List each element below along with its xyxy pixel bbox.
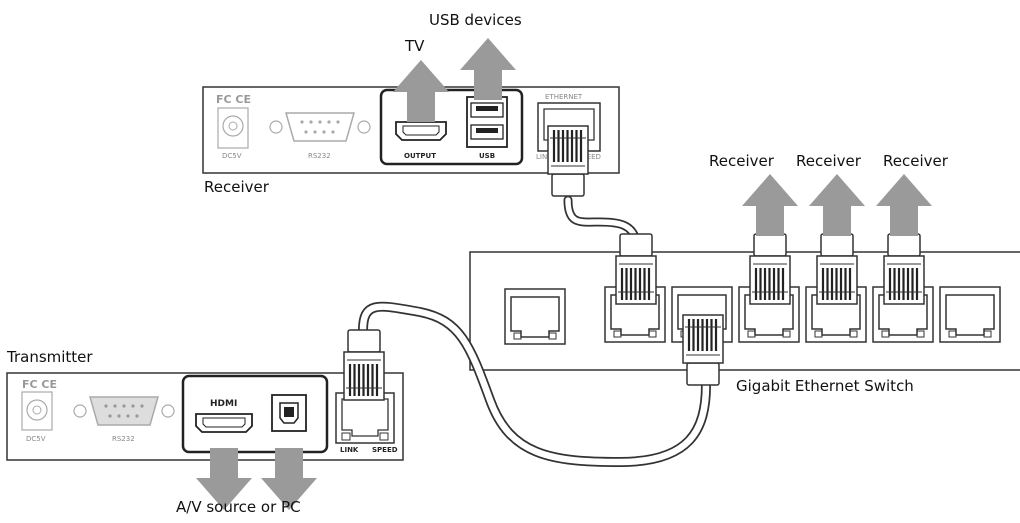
transmitter-link-label: LINK — [340, 446, 359, 454]
transmitter-dc-jack: DC5V — [21, 391, 53, 443]
receiver-usb-label: USB — [479, 152, 495, 160]
switch-label: Gigabit Ethernet Switch — [736, 377, 914, 395]
tv-label: TV — [404, 37, 425, 55]
transmitter-rs232-label: RS232 — [112, 435, 135, 443]
receiver-1-label: Receiver — [709, 152, 775, 170]
receiver-usb-ports: USB — [466, 96, 508, 160]
transmitter-certification-logo: FC CE — [22, 378, 57, 391]
receiver-hdmi-output-port: OUTPUT — [395, 121, 447, 160]
transmitter-panel: FC CE DC5V RS232 HDMI — [6, 372, 404, 461]
transmitter-unit-label: Transmitter — [6, 348, 93, 366]
receiver-output-label: OUTPUT — [404, 152, 436, 160]
switch-port-6 — [939, 286, 1001, 343]
receiver-rs232-label: RS232 — [308, 152, 331, 160]
receiver-unit-label: Receiver — [204, 178, 270, 196]
receiver-3-label: Receiver — [883, 152, 949, 170]
receiver-rs232-port: RS232 — [269, 112, 371, 160]
receiver-3-arrow — [876, 174, 932, 236]
receiver-ethernet-plug — [546, 124, 590, 198]
switch-plug-receiver-link — [614, 232, 658, 306]
usb-devices-label: USB devices — [429, 11, 522, 29]
av-source-label: A/V source or PC — [176, 498, 301, 516]
receiver-highlight-box — [379, 88, 524, 166]
receiver-link-label: LINK — [536, 153, 552, 161]
transmitter-speed-label: SPEED — [372, 446, 398, 454]
switch-plug-receiver-3 — [882, 232, 926, 306]
transmitter-rs232-port: RS232 — [73, 396, 175, 443]
receiver-dc-label: DC5V — [222, 152, 242, 160]
transmitter-highlight-box — [181, 374, 329, 454]
receiver-ethernet-label: ETHERNET — [545, 93, 583, 101]
receiver-speed-label: SPEED — [578, 153, 601, 161]
switch-port-uplink — [504, 288, 566, 345]
receiver-2-label: Receiver — [796, 152, 862, 170]
transmitter-hdmi-port: HDMI — [195, 399, 253, 433]
receiver-dc-jack: DC5V — [217, 107, 249, 160]
gigabit-ethernet-switch — [469, 251, 1020, 371]
switch-plug-receiver-1 — [748, 232, 792, 306]
receiver-2-arrow — [809, 174, 865, 236]
transmitter-ethernet-port: LINK SPEED — [335, 392, 398, 454]
switch-plug-transmitter-link — [681, 313, 725, 387]
receiver-certification-logo: FC CE — [216, 93, 251, 106]
transmitter-dc-label: DC5V — [26, 435, 46, 443]
transmitter-ethernet-plug — [342, 328, 386, 402]
receiver-1-arrow — [742, 174, 798, 236]
transmitter-hdmi-label: HDMI — [210, 399, 237, 409]
transmitter-usb-b-port — [271, 394, 307, 432]
switch-plug-receiver-2 — [815, 232, 859, 306]
